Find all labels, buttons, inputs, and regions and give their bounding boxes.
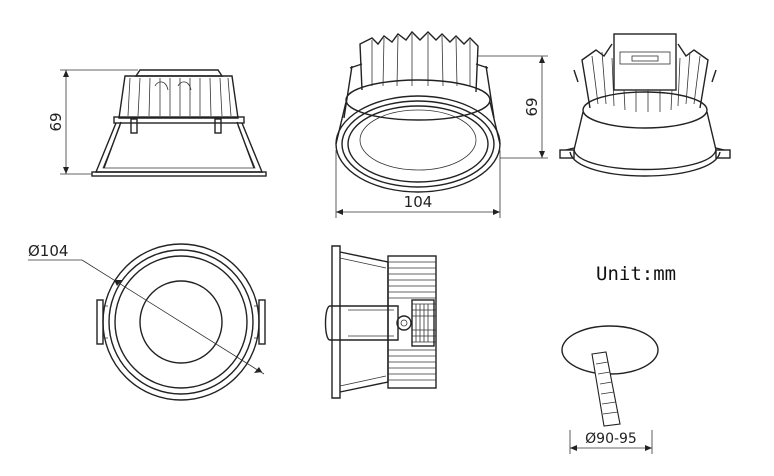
perspective-width-label: 104 <box>404 193 433 211</box>
cutout-label: Ø90-95 <box>585 431 637 447</box>
top-view: Ø104 <box>28 242 266 401</box>
front-view: 69 <box>47 69 267 177</box>
cutout-detail: Ø90-95 <box>561 325 659 454</box>
front-height-label: 69 <box>47 112 65 131</box>
perspective-height-label: 69 <box>523 97 541 116</box>
side-view <box>324 245 437 399</box>
perspective-view: 104 69 <box>335 30 548 218</box>
top-diameter-label: Ø104 <box>28 242 68 260</box>
unit-label: Unit:mm <box>596 263 676 285</box>
rear-perspective-view <box>559 33 731 177</box>
